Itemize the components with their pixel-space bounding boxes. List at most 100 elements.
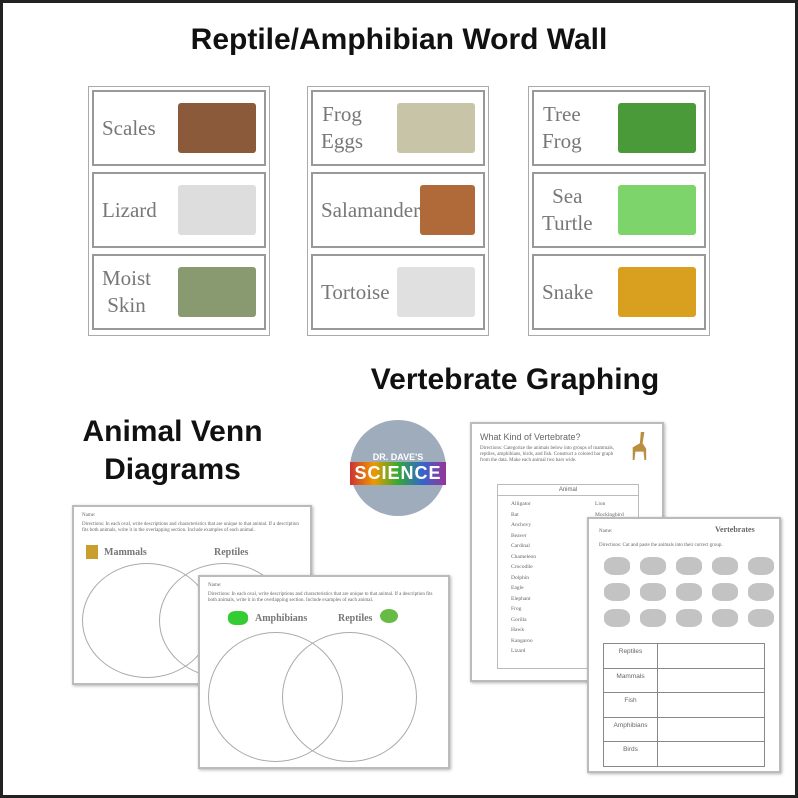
venn-sheet-amphibians-reptiles: Name: Directions: In each oval, write de… <box>198 575 450 769</box>
animal-picture <box>604 583 630 601</box>
word-label: Tree Frog <box>542 102 582 153</box>
animal-picture <box>748 583 774 601</box>
group-drop-cell <box>657 692 765 718</box>
word-label: Lizard <box>102 197 157 222</box>
animal-picture <box>676 583 702 601</box>
word-wall-title: Reptile/Amphibian Word Wall <box>190 23 608 56</box>
word-label: Frog Eggs <box>321 102 363 153</box>
word-picture <box>397 267 475 317</box>
animal-name: Cardinal <box>511 543 530 549</box>
animal-name: Elephant <box>511 595 531 602</box>
directions: Directions: In each oval, write descript… <box>82 522 299 533</box>
name-line: Name: <box>82 513 96 518</box>
word-card: Snake <box>532 254 706 330</box>
logo-line2: SCIENCE <box>350 461 446 485</box>
group-label: Mammals <box>603 667 658 693</box>
sheet-title: Vertebrates <box>715 525 755 534</box>
animal-name: Beaver <box>511 532 527 539</box>
word-picture <box>618 185 696 235</box>
directions: Directions: Cut and paste the animals in… <box>599 543 723 548</box>
group-drop-cell <box>657 741 765 767</box>
frog-icon <box>228 611 248 625</box>
animal-name: Hawk <box>511 627 525 633</box>
group-row: Amphibians <box>603 716 765 742</box>
group-row: Reptiles <box>603 643 765 669</box>
venn-right-oval <box>282 632 417 762</box>
word-card: Sea Turtle <box>532 172 706 248</box>
group-row: Birds <box>603 741 765 767</box>
name-line: Name: <box>208 583 222 588</box>
graphing-title: Vertebrate Graphing <box>370 363 660 396</box>
group-row: Fish <box>603 692 765 718</box>
animal-name: Bat <box>511 511 519 518</box>
word-label: Tortoise <box>321 279 390 304</box>
word-picture <box>178 103 256 153</box>
word-card: Tree Frog <box>532 90 706 166</box>
group-row: Mammals <box>603 667 765 693</box>
animal-picture <box>604 609 630 627</box>
word-picture <box>618 103 696 153</box>
animal-name: Alligator <box>511 501 531 507</box>
word-card: Frog Eggs <box>311 90 485 166</box>
animal-picture <box>676 557 702 575</box>
word-picture <box>178 267 256 317</box>
turtle-icon <box>380 609 398 623</box>
vertebrates-sheet: Name: Vertebrates Directions: Cut and pa… <box>587 517 781 773</box>
animal-name: Lizard <box>511 648 526 654</box>
word-card: Scales <box>92 90 266 166</box>
group-label: Fish <box>603 692 658 718</box>
animal-picture <box>712 609 738 627</box>
animal-picture <box>748 557 774 575</box>
animal-picture <box>604 557 630 575</box>
dr-daves-science-logo: DR. DAVE'S SCIENCE <box>350 420 446 516</box>
word-label: Sea Turtle <box>542 184 593 235</box>
animal-picture <box>748 609 774 627</box>
word-card: Tortoise <box>311 254 485 330</box>
word-card: Salamander <box>311 172 485 248</box>
word-picture <box>178 185 256 235</box>
animal-name: Eagle <box>511 585 524 591</box>
venn-title-line1: Animal Venn <box>82 415 263 448</box>
word-label: Salamander <box>321 197 421 222</box>
animal-picture <box>640 609 666 627</box>
venn-left-label: Amphibians <box>255 613 308 624</box>
animal-picture <box>640 583 666 601</box>
word-picture <box>618 267 696 317</box>
group-label: Birds <box>603 741 658 767</box>
animal-name: Lion <box>595 501 606 507</box>
word-label: Moist Skin <box>102 266 152 317</box>
venn-right-label: Reptiles <box>214 547 249 558</box>
word-label: Scales <box>102 115 156 140</box>
animal-name: Kangaroo <box>511 637 533 644</box>
animal-picture <box>712 557 738 575</box>
animal-picture <box>676 609 702 627</box>
logo-line1: DR. DAVE'S <box>372 451 424 462</box>
venn-right-label: Reptiles <box>338 613 373 624</box>
word-picture <box>420 185 475 235</box>
animal-name: Chameleon <box>511 553 537 560</box>
name-line: Name: <box>599 529 613 534</box>
group-label: Reptiles <box>603 643 658 669</box>
directions: Directions: Categorize the animals below… <box>480 446 614 463</box>
animal-name: Dolphin <box>511 574 530 581</box>
word-card: Moist Skin <box>92 254 266 330</box>
animal-name: Mockingbird <box>595 511 624 518</box>
group-drop-cell <box>657 716 765 742</box>
dog-icon <box>86 545 98 559</box>
animal-name: Crocodile <box>511 564 533 570</box>
animal-picture <box>640 557 666 575</box>
word-picture <box>397 103 475 153</box>
venn-left-label: Mammals <box>104 547 147 558</box>
table-header: Animal <box>498 485 638 496</box>
venn-title-line2: Diagrams <box>104 453 241 486</box>
animal-name: Frog <box>511 606 522 612</box>
animal-picture <box>712 583 738 601</box>
word-label: Snake <box>542 279 594 304</box>
directions: Directions: In each oval, write descript… <box>208 592 433 603</box>
